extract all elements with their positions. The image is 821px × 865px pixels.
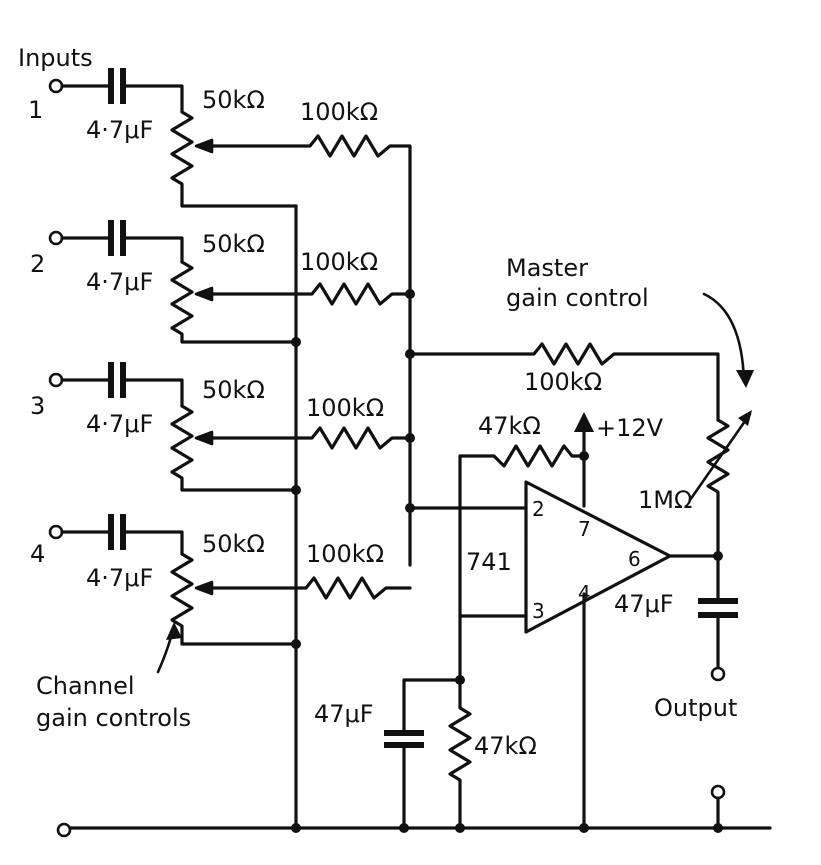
master-gain-label-line1: Master xyxy=(506,254,588,282)
opamp-pin-2: 2 xyxy=(532,497,545,521)
master-gain-label-line2: gain control xyxy=(506,284,649,312)
input-4-pot xyxy=(170,552,298,646)
input-1-number: 1 xyxy=(28,96,43,124)
input-channel-3: 3 4·7μF 50kΩ 100kΩ xyxy=(30,362,412,492)
bias-cap-plate-b xyxy=(384,742,424,748)
junction-mix-3 xyxy=(405,433,415,443)
input-2-number: 2 xyxy=(30,250,45,278)
junction-ground-resistor xyxy=(455,823,465,833)
input-3-cap-wire xyxy=(124,378,184,408)
input-channel-4: 4 4·7μF 50kΩ 100kΩ xyxy=(30,514,412,646)
input-1-pot-value: 50kΩ xyxy=(202,86,265,114)
channel-gain-label-line2: gain controls xyxy=(36,704,191,732)
inputs-label: Inputs xyxy=(18,44,93,72)
supply-label: +12V xyxy=(596,414,664,442)
master-gain-variable-arrowhead xyxy=(738,410,752,426)
channel-gain-arrowhead xyxy=(166,622,182,640)
input-3-cap-value: 4·7μF xyxy=(86,410,153,438)
input-2-pot xyxy=(170,260,298,344)
input-1-cap-value: 4·7μF xyxy=(86,116,153,144)
opamp-pin-6: 6 xyxy=(628,547,641,571)
feedback-resistor xyxy=(408,342,720,422)
supply-arrow xyxy=(574,412,594,432)
input-1-cap-plate-b xyxy=(120,68,126,104)
input-2-pot-value: 50kΩ xyxy=(202,230,265,258)
master-pot-value: 1MΩ xyxy=(638,486,692,514)
junction-ground-opamp xyxy=(579,823,589,833)
opamp-pin-7: 7 xyxy=(578,517,591,541)
output-cap-plate-a xyxy=(698,598,738,604)
master-gain-pot xyxy=(706,418,730,558)
bias-cap-plate-a xyxy=(384,730,424,736)
junction-ground-cap xyxy=(399,823,409,833)
input-4-cap-wire xyxy=(124,530,184,556)
input-2-terminal[interactable] xyxy=(48,230,64,246)
input-4-cap-plate-b xyxy=(120,514,126,550)
bias-resistor-bottom xyxy=(448,678,472,830)
junction-pot-4-ground xyxy=(291,639,301,649)
input-1-wiper-arrow xyxy=(194,138,214,154)
input-1-cap-plate-a xyxy=(108,68,114,104)
ground-terminal[interactable] xyxy=(56,822,72,838)
input-2-mix-resistor xyxy=(210,282,412,306)
input-1-resistor-value: 100kΩ xyxy=(300,98,378,126)
opamp-741 xyxy=(524,480,672,634)
junction-mix-2 xyxy=(405,289,415,299)
bias-resistor-top xyxy=(458,444,586,682)
input-4-wiper-arrow xyxy=(194,580,214,596)
input-4-mix-resistor xyxy=(210,576,412,600)
input-4-number: 4 xyxy=(30,540,45,568)
input-channel-1: 1 4·7μF 50kΩ 100kΩ xyxy=(28,68,412,567)
input-3-number: 3 xyxy=(30,392,45,420)
input-1-terminal[interactable] xyxy=(48,78,64,94)
feedback-resistor-value: 100kΩ xyxy=(524,368,602,396)
input-3-cap-plate-a xyxy=(108,362,114,398)
input-2-cap-wire xyxy=(124,236,184,264)
input-2-cap-plate-b xyxy=(120,220,126,256)
input-4-terminal[interactable] xyxy=(48,524,64,540)
output-ground-terminal[interactable] xyxy=(710,784,726,800)
junction-ground-pots xyxy=(291,823,301,833)
master-gain-pointer-arrowhead xyxy=(736,370,754,388)
input-4-cap-plate-a xyxy=(108,514,114,550)
channel-gain-label-line1: Channel xyxy=(36,672,135,700)
opamp-pin-3: 3 xyxy=(532,599,545,623)
bias-resistor-top-value: 47kΩ xyxy=(478,412,541,440)
bias-resistor-bottom-value: 47kΩ xyxy=(474,732,537,760)
output-cap-value: 47μF xyxy=(614,590,674,618)
bias-cap-value: 47μF xyxy=(314,700,374,728)
junction-ground-output xyxy=(713,823,723,833)
output-label: Output xyxy=(654,694,737,722)
input-1-pot xyxy=(170,110,298,208)
input-3-cap-plate-b xyxy=(120,362,126,398)
input-3-pot-value: 50kΩ xyxy=(202,376,265,404)
input-2-cap-plate-a xyxy=(108,220,114,256)
output-terminal[interactable] xyxy=(710,666,726,682)
master-gain-variable-arrow xyxy=(688,412,752,502)
input-channel-2: 2 4·7μF 50kΩ 100kΩ xyxy=(30,220,412,344)
input-2-cap-value: 4·7μF xyxy=(86,268,153,296)
input-1-cap-wire xyxy=(124,84,184,114)
opamp-label: 741 xyxy=(466,548,512,576)
input-3-mix-resistor xyxy=(210,426,412,450)
master-gain-pointer xyxy=(702,292,746,384)
input-3-resistor-value: 100kΩ xyxy=(306,394,384,422)
input-3-wiper-arrow xyxy=(194,430,214,446)
input-3-terminal[interactable] xyxy=(48,372,64,388)
input-4-pot-value: 50kΩ xyxy=(202,530,265,558)
junction-pot-3-ground xyxy=(291,485,301,495)
junction-pot-2-ground xyxy=(291,337,301,347)
input-4-cap-value: 4·7μF xyxy=(86,564,153,592)
output-cap-plate-b xyxy=(698,612,738,618)
input-4-resistor-value: 100kΩ xyxy=(306,540,384,568)
input-1-mix-resistor xyxy=(210,134,412,567)
bias-cap-wire xyxy=(402,678,462,732)
input-2-resistor-value: 100kΩ xyxy=(300,248,378,276)
input-3-pot xyxy=(170,404,298,492)
input-2-wiper-arrow xyxy=(194,286,214,302)
